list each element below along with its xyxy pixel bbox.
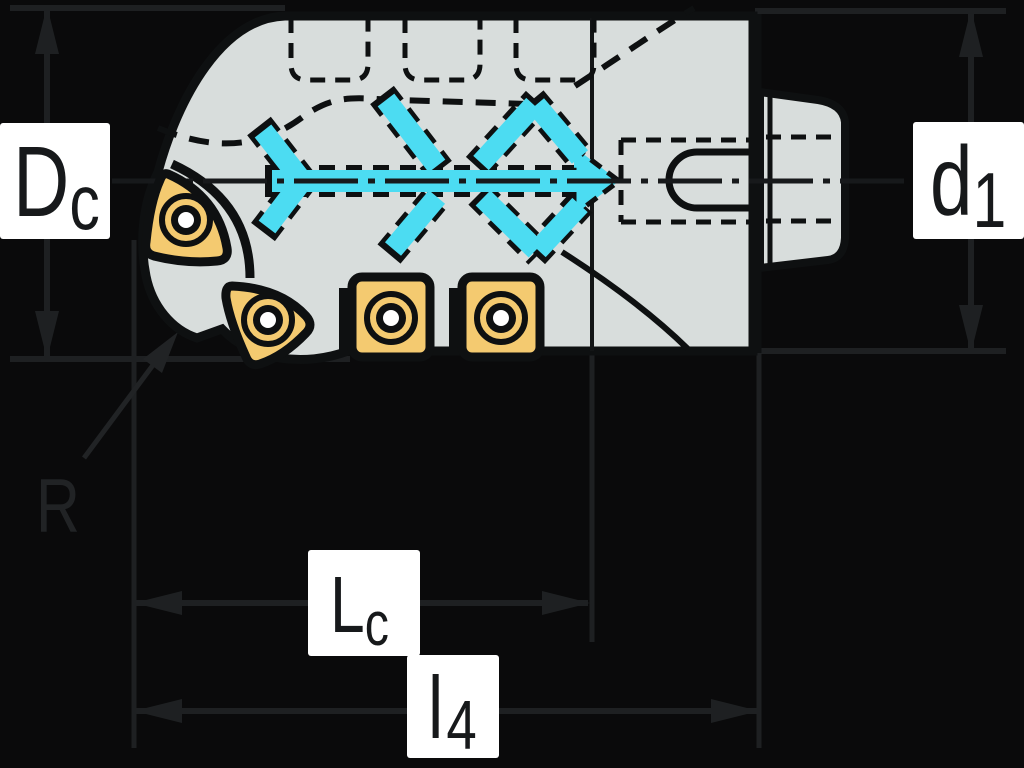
top-pocket-2 [402,18,483,83]
screw-icon [364,291,418,345]
cutting-inserts [141,169,545,370]
l4-label: l4 [428,659,477,765]
r-leader-line [81,359,159,460]
r-label: R [36,464,80,549]
radius-leader [81,332,178,460]
dc-arrow-up-icon [35,6,59,54]
insert-screws [159,193,528,347]
dc-label: Dc [13,127,100,246]
lc-arrow-right-icon [542,591,590,615]
reference-lines [10,5,1006,748]
dc-arrow-down-icon [35,311,59,359]
top-pocket-1 [288,18,371,83]
d1-arrow-down-icon [959,305,983,353]
l4-label-box [407,655,499,758]
d1-label-box [913,122,1024,239]
dc-label-box [0,123,110,239]
dimension-labels: Dc d1 Lc l4 R [0,122,1024,765]
bore-hidden-lines [618,134,838,225]
lc-arrow-left-icon [134,591,182,615]
d1-label: d1 [930,126,1006,244]
flute-curve [560,249,691,352]
pocket-arc-dashed [156,95,529,147]
diameter-arc-dashed [573,5,696,89]
lc-label-box [308,550,420,656]
top-pocket-3 [513,18,597,83]
screw-icon [241,293,295,347]
r-arrow-icon [143,332,178,373]
lc-label: Lc [330,561,389,659]
nose-pocket-wall [170,159,255,279]
screw-icon [159,193,213,247]
hidden-arcs [156,5,696,147]
l4-arrow-right-icon [711,699,759,723]
d1-arrow-up-icon [959,9,983,57]
screw-icon [474,291,528,345]
l4-arrow-left-icon [134,699,182,723]
top-pocket-hidden-lines [288,18,597,83]
